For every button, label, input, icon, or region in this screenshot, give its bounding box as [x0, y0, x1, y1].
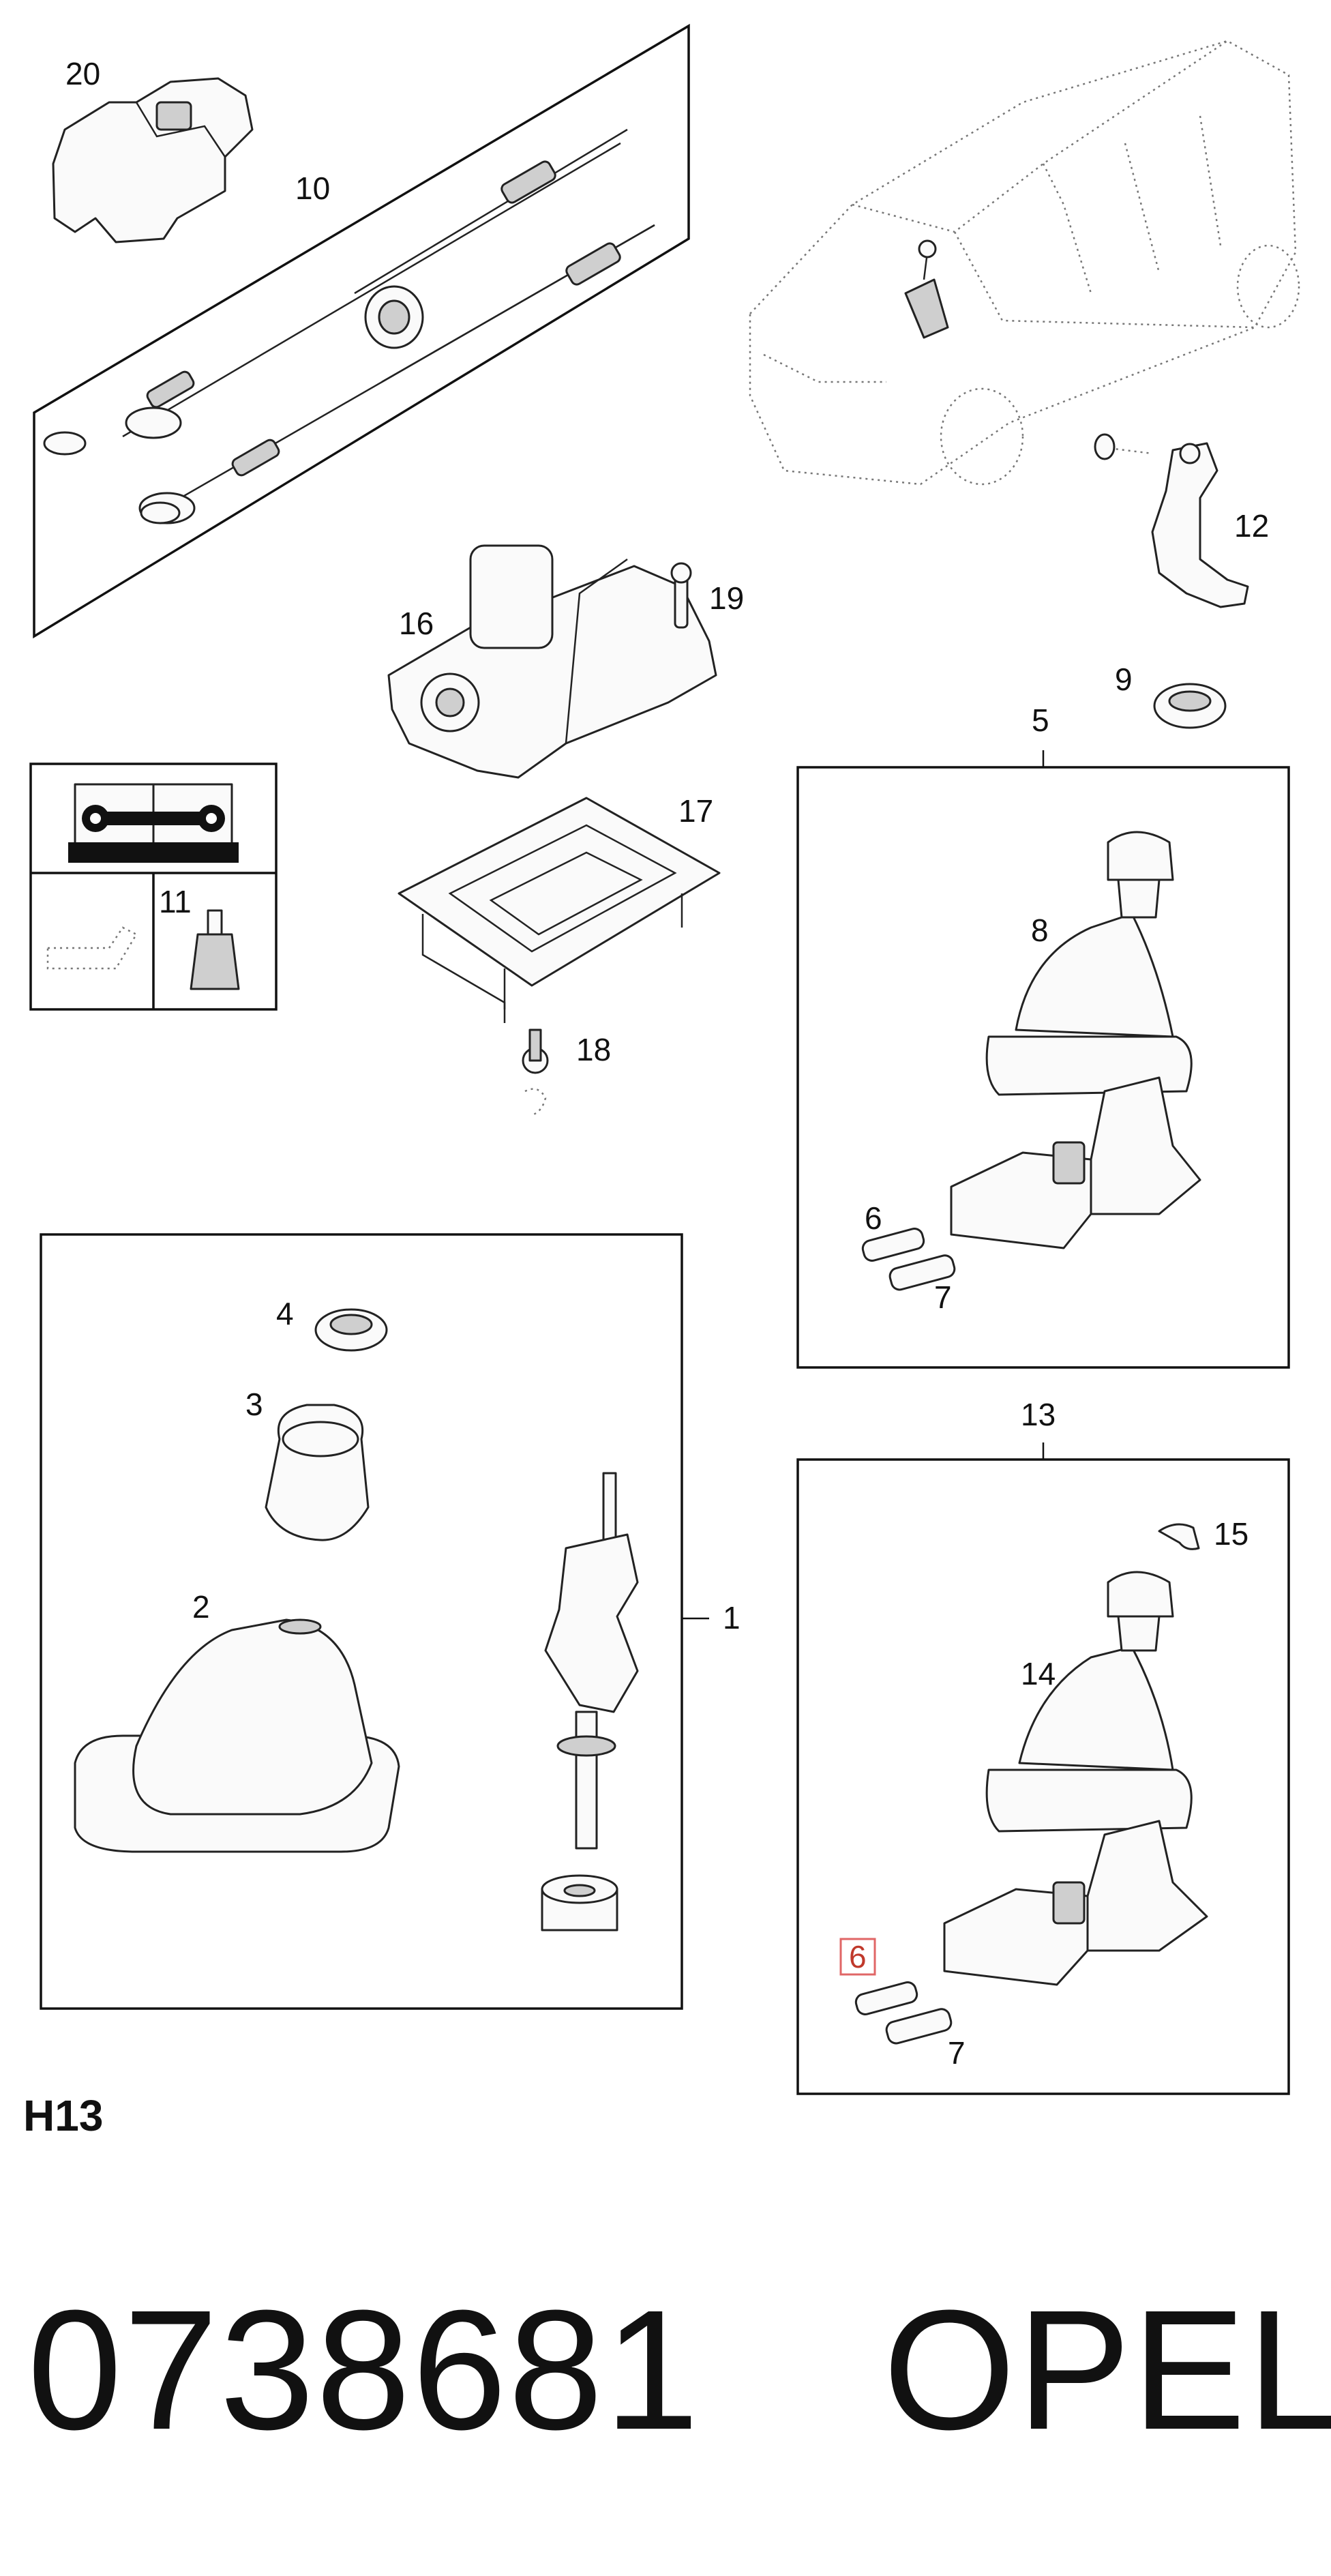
callout-8: 8 [1031, 913, 1049, 948]
sealant-tube-icon [190, 909, 240, 990]
callout-16: 16 [399, 606, 434, 641]
section-label: H13 [23, 2091, 104, 2140]
callout-9: 9 [1115, 662, 1133, 697]
boot-part-2 [74, 1618, 400, 1853]
pin-part-6-top [861, 1228, 925, 1262]
cable-assembly-group [33, 23, 690, 639]
callout-7-top: 7 [934, 1279, 952, 1315]
callout-17: 17 [678, 793, 713, 829]
pin-part-6-bottom [854, 1981, 918, 2015]
shift-lever-assembly-frame [40, 1233, 683, 2010]
callout-3: 3 [245, 1387, 263, 1422]
callout-14: 14 [1021, 1656, 1056, 1691]
callout-2: 2 [192, 1589, 210, 1625]
callout-20: 20 [65, 56, 100, 91]
highlight-box [839, 1938, 876, 1976]
callout-4: 4 [276, 1296, 294, 1331]
clip-part-15 [1158, 1523, 1200, 1550]
callout-7-bottom: 7 [948, 2035, 966, 2071]
callout-5: 5 [1032, 702, 1049, 738]
callout-labels: 20 10 16 19 12 9 5 17 11 8 18 6 7 4 3 13… [65, 56, 1269, 2071]
vehicle-outline-icon [749, 40, 1300, 486]
callout-11: 11 [159, 884, 192, 919]
callout-10: 10 [295, 171, 330, 206]
part-number: 0738681 [27, 2275, 701, 2465]
pin-part-7-bottom [885, 2008, 953, 2045]
brand-label: OPEL [883, 2275, 1331, 2465]
shift-lever-part-1 [541, 1472, 639, 1931]
shift-housing-part-16 [387, 544, 717, 779]
selector-assembly-part-14 [943, 1571, 1208, 1986]
selector-assembly-part-8 [950, 831, 1201, 1249]
oil-can-icon [46, 926, 138, 970]
callout-1: 1 [723, 1600, 741, 1635]
callout-12: 12 [1234, 508, 1269, 544]
knob-part-3 [265, 1404, 370, 1541]
gasket-plate-part-17 [398, 797, 721, 1116]
callout-15: 15 [1214, 1516, 1248, 1552]
callout-13: 13 [1021, 1397, 1056, 1432]
gear-selector-group-13 [796, 1442, 1290, 2095]
gear-selector-group-5 [796, 750, 1290, 1369]
bracket-part-20 [52, 77, 254, 243]
callout-19: 19 [709, 580, 744, 616]
pin-part-7-top [888, 1254, 956, 1291]
service-icon-box [29, 763, 278, 1011]
bracket-part-12 [1094, 433, 1249, 608]
cap-part-4 [314, 1308, 388, 1352]
callout-6-bottom: 6 [849, 1939, 867, 1974]
cap-part-9 [1153, 683, 1227, 729]
callout-6-top: 6 [865, 1200, 882, 1236]
shift-lever-assembly-group [40, 1233, 709, 2010]
cable-assembly-frame [33, 23, 690, 639]
wrench-icon [82, 805, 225, 832]
callout-18: 18 [576, 1032, 611, 1067]
